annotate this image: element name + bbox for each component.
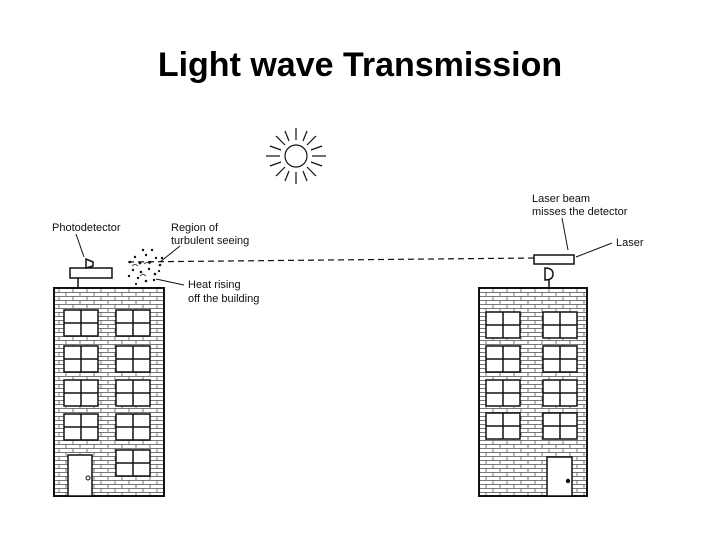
- region-label-line2: turbulent seeing: [171, 235, 249, 247]
- detector-icon: [544, 267, 554, 288]
- region-label-line1: Region of: [171, 222, 219, 234]
- left-building: [53, 287, 165, 497]
- callout-lines: [75, 217, 613, 286]
- turbulence-region: [127, 248, 164, 286]
- slide-title: Light wave Transmission: [157, 46, 563, 84]
- laser-label: Laser: [616, 237, 644, 249]
- laser-beam: [125, 257, 535, 263]
- beam-label-line1: Laser beam: [532, 193, 590, 205]
- beam-label-line2: misses the detector: [532, 206, 628, 218]
- heat-label-line2: off the building: [188, 293, 259, 305]
- right-building: [478, 287, 588, 497]
- heat-label-line1: Heat rising: [188, 279, 241, 291]
- laser-icon: [533, 254, 575, 265]
- sun-icon: [266, 128, 326, 184]
- photodetector-label: Photodetector: [52, 222, 121, 234]
- photodetector-icon: [69, 257, 113, 288]
